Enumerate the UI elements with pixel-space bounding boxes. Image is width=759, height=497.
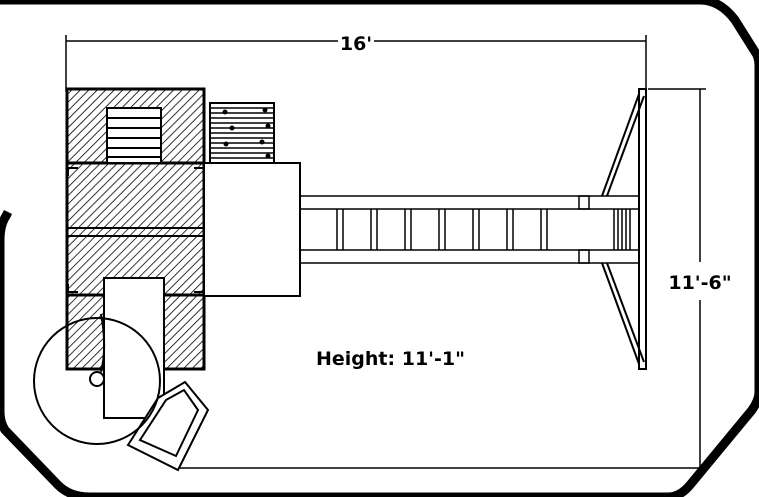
height-label: Height: 11'-1" bbox=[316, 348, 465, 370]
depth-dimension bbox=[180, 88, 706, 469]
slide bbox=[103, 277, 210, 472]
open-deck bbox=[203, 162, 301, 297]
depth-label: 11'-6" bbox=[668, 272, 731, 294]
a-frame-end bbox=[601, 88, 647, 370]
tower-ladder bbox=[106, 107, 162, 164]
rock-wall-ramp bbox=[209, 102, 275, 164]
width-label: 16' bbox=[340, 33, 372, 55]
monkey-bars bbox=[299, 195, 641, 264]
width-dimension bbox=[65, 35, 647, 92]
tube-slide bbox=[33, 313, 161, 445]
